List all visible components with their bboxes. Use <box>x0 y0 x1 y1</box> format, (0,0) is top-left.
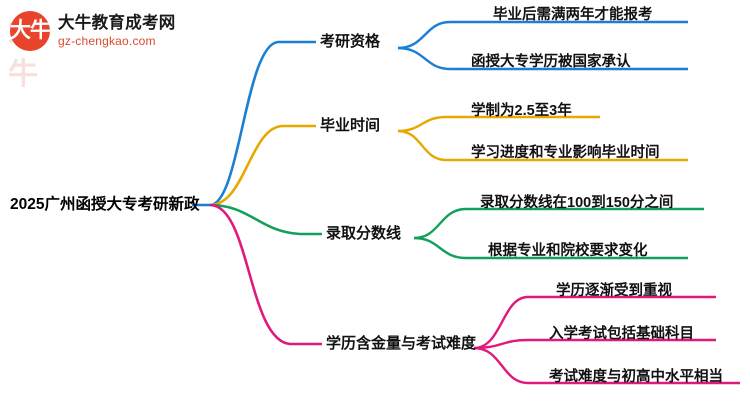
logo-mark-icon: 大牛 大牛 <box>8 9 52 91</box>
branch-line-3 <box>209 203 322 236</box>
branch-line-1 <box>209 40 316 207</box>
leaf-line-3-1 <box>413 207 704 240</box>
logo-text-block: 大牛教育成考网 gz-chengkao.com <box>58 14 176 48</box>
logo-circle-shape <box>10 11 50 51</box>
branch-node-4[interactable]: 学历含金量与考试难度 <box>326 335 477 352</box>
leaf-node-4-3[interactable]: 考试难度与初高中水平相当 <box>549 369 723 385</box>
leaf-node-2-2[interactable]: 学习进度和专业影响毕业时间 <box>471 145 660 161</box>
leaf-node-4-2[interactable]: 入学考试包括基础科目 <box>549 326 694 342</box>
leaf-line-1-1 <box>397 20 688 50</box>
site-logo: 大牛 大牛 大牛教育成考网 gz-chengkao.com <box>8 6 198 91</box>
leaf-node-2-1[interactable]: 学制为2.5至3年 <box>471 103 572 119</box>
mindmap-root-node[interactable]: 2025广州函授大专考研新政 <box>10 196 200 213</box>
branch-line-4 <box>209 203 322 346</box>
leaf-node-1-1[interactable]: 毕业后需满两年才能报考 <box>493 7 653 23</box>
leaf-node-3-2[interactable]: 根据专业和院校要求变化 <box>488 243 648 259</box>
leaf-node-3-1[interactable]: 录取分数线在100到150分之间 <box>480 195 674 211</box>
leaf-node-4-1[interactable]: 学历逐渐受到重视 <box>556 283 672 299</box>
logo-title: 大牛教育成考网 <box>58 14 176 33</box>
logo-glyph-text: 大牛 <box>10 19 51 42</box>
branch-node-2[interactable]: 毕业时间 <box>320 117 381 134</box>
leaf-node-1-2[interactable]: 函授大专学历被国家承认 <box>471 54 631 70</box>
logo-site-url: gz-chengkao.com <box>58 33 156 48</box>
branch-line-2 <box>209 124 316 207</box>
leaf-line-2-1 <box>397 115 600 133</box>
branch-node-1[interactable]: 考研资格 <box>320 33 381 50</box>
branch-node-3[interactable]: 录取分数线 <box>326 225 402 242</box>
